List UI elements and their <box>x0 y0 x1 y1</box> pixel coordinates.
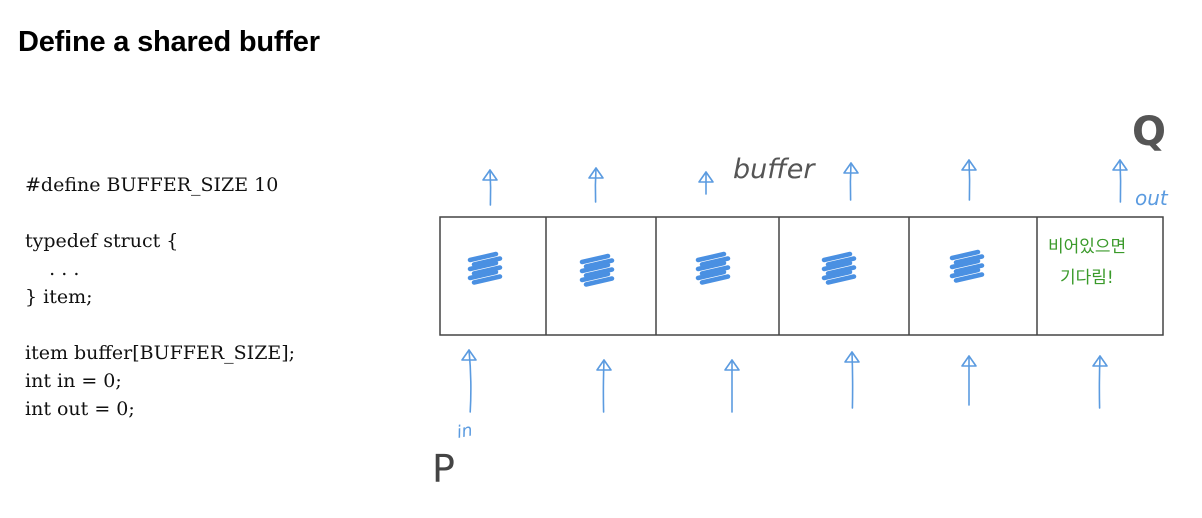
in-pointer-label: in <box>455 421 474 443</box>
slide-title: Define a shared buffer <box>18 26 320 58</box>
pointer-arrow <box>843 162 859 201</box>
buffer-array <box>439 216 1164 336</box>
code-line: item buffer[BUFFER_SIZE]; <box>25 342 296 364</box>
code-line: int in = 0; <box>25 370 122 392</box>
buffer-outline <box>439 216 1164 336</box>
wait-note-line1: 비어있으면 <box>1048 237 1126 257</box>
code-line: int out = 0; <box>25 398 135 420</box>
code-line: . . . <box>25 258 80 280</box>
filled-cell-marks <box>467 249 985 287</box>
producer-label: P <box>432 447 455 491</box>
out-pointer-label: out <box>1135 186 1169 210</box>
code-line: typedef struct { <box>25 230 179 252</box>
pointer-arrow <box>961 355 977 406</box>
code-line: } item; <box>25 286 93 308</box>
pointer-arrow <box>961 159 977 201</box>
filled-cell-scribble <box>467 251 503 285</box>
filled-cell-scribble <box>821 251 857 285</box>
consumer-label: Q <box>1132 109 1166 155</box>
pointer-arrow <box>1092 355 1108 409</box>
pointer-arrow <box>461 349 477 413</box>
pointer-arrow <box>596 359 612 413</box>
buffer-label: buffer <box>733 154 816 185</box>
bottom-arrow-group <box>461 349 1108 413</box>
pointer-arrow <box>482 169 498 206</box>
pointer-arrow <box>724 359 740 413</box>
pointer-arrow <box>588 167 604 203</box>
pointer-arrow <box>844 351 860 409</box>
filled-cell-scribble <box>949 249 985 283</box>
filled-cell-scribble <box>579 253 615 287</box>
wait-note-line2: 기다림! <box>1060 268 1114 288</box>
code-line: #define BUFFER_SIZE 10 <box>25 174 279 196</box>
pointer-arrow <box>698 171 714 195</box>
code-block: #define BUFFER_SIZE 10 typedef struct { … <box>25 171 295 423</box>
pointer-arrow <box>1112 159 1128 203</box>
top-arrow-group <box>482 159 1128 206</box>
filled-cell-scribble <box>695 251 731 285</box>
